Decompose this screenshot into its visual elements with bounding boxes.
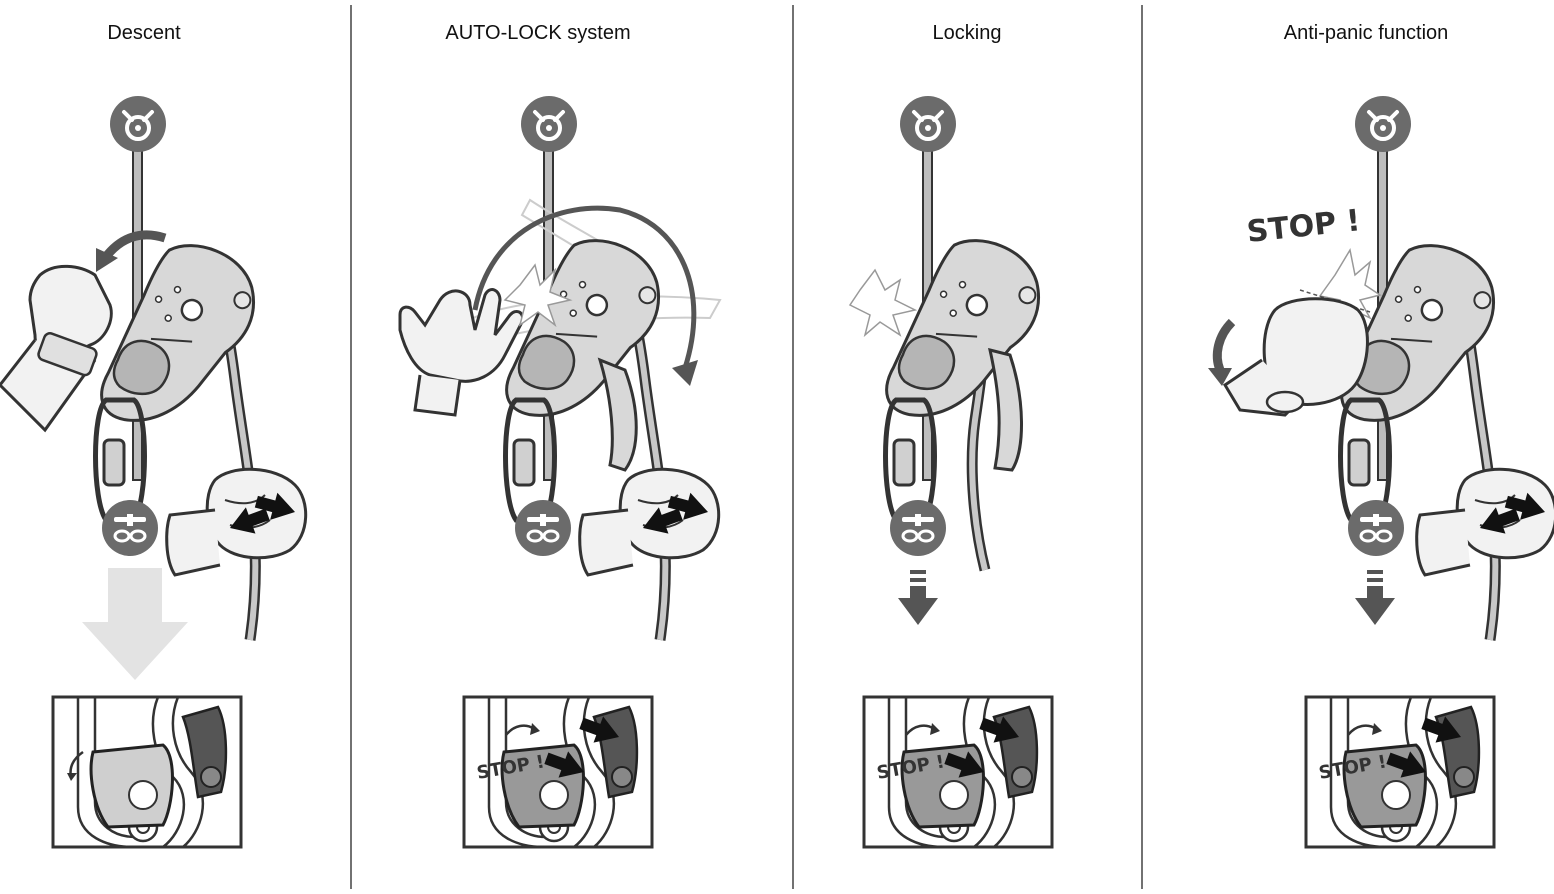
rotate-arrow-icon bbox=[472, 205, 697, 369]
inset-detail bbox=[51, 695, 243, 849]
anchor-icon bbox=[519, 94, 579, 154]
panel-title-locking: Locking bbox=[932, 22, 1002, 44]
panel-title-autolock: AUTO-LOCK system bbox=[445, 22, 631, 44]
rotate-arrow-icon bbox=[1212, 318, 1236, 372]
open-hand bbox=[398, 288, 525, 383]
arrow-down-icon bbox=[898, 570, 938, 625]
inset-detail: STOP ! bbox=[1304, 695, 1496, 849]
device bbox=[878, 223, 1055, 444]
anchor-icon bbox=[1353, 94, 1413, 154]
harness-icon bbox=[1346, 498, 1406, 558]
panel-title-descent: Descent bbox=[107, 22, 181, 44]
panel-autolock: STOP ! bbox=[398, 94, 722, 849]
descent-arrow-icon bbox=[82, 568, 188, 680]
rotate-arrow-icon bbox=[101, 230, 167, 261]
stop-label-large: STOP ! bbox=[1245, 203, 1362, 250]
inset-detail: STOP ! bbox=[862, 695, 1054, 849]
panel-antipanic: STOP ! STOP ! bbox=[1208, 94, 1554, 849]
anchor-icon bbox=[898, 94, 958, 154]
panel-title-antipanic: Anti-panic function bbox=[1283, 22, 1449, 44]
panel-descent bbox=[0, 94, 308, 849]
harness-icon bbox=[513, 498, 573, 558]
harness-icon bbox=[100, 498, 160, 558]
harness-icon bbox=[888, 498, 948, 558]
panel-locking: STOP ! bbox=[848, 94, 1055, 849]
arrow-down-icon bbox=[1355, 570, 1395, 625]
anchor-icon bbox=[108, 94, 168, 154]
inset-detail: STOP ! bbox=[462, 695, 654, 849]
